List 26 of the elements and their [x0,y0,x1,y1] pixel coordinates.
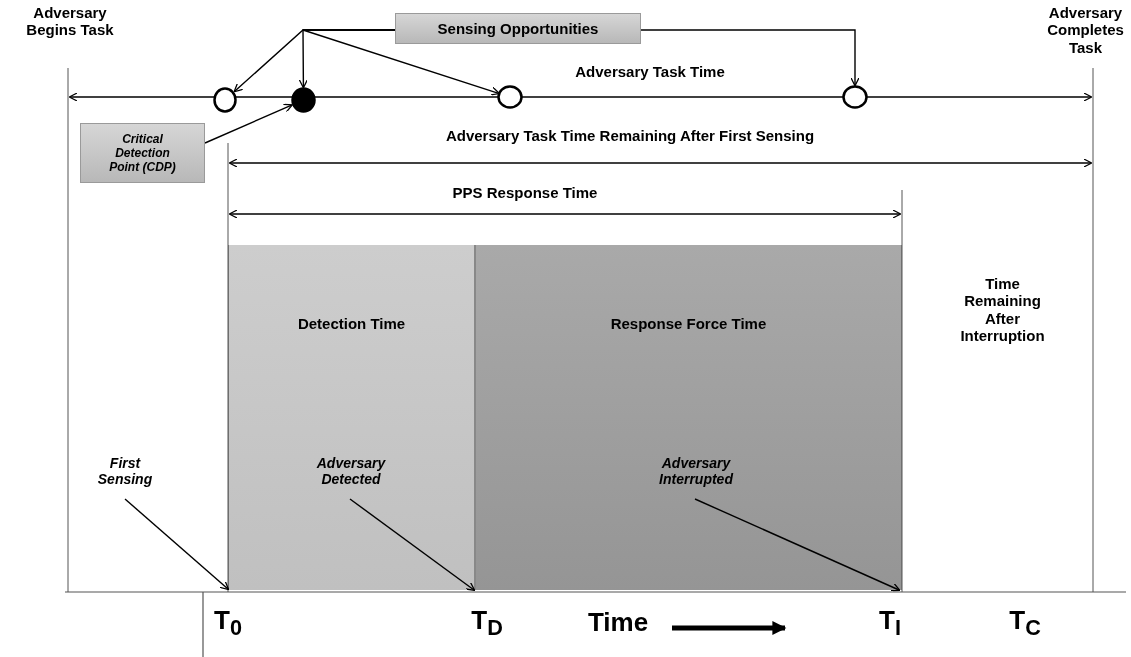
event-label: Adversary Begins Task [25,4,115,39]
time-marker-label: T$_{D}$ [470,606,504,642]
annotation-text: Adversary Interrupted [631,455,761,495]
time-marker-label: T$_{I}$ [878,606,902,642]
dimension-label: PPS Response Time [451,184,599,202]
annotation-text: Adversary Detected [291,455,411,495]
event-label: Adversary Completes Task [1046,4,1125,56]
time-band [475,245,902,590]
time-marker-label: T$_{0}$ [213,606,243,642]
arrow [302,29,500,96]
axis-title: Time [586,608,650,638]
callout-box: Critical Detection Point (CDP) [80,123,205,183]
annotation-text: First Sensing [90,455,160,495]
arrow [204,103,293,144]
band-title: Response Force Time [609,315,768,333]
dimension-label: Adversary Task Time Remaining After First Sensing [444,127,816,145]
time-marker-label: T$_{C}$ [1008,606,1042,642]
arrow [124,498,230,591]
leader-line [694,498,901,592]
dimension-label: Adversary Task Time [574,63,726,81]
time-band [228,245,475,590]
band-title: Detection Time [296,315,407,333]
arrow [640,29,860,87]
leader-line [349,498,476,592]
callout-box: Sensing Opportunities [395,13,641,44]
annotation-text: Time Remaining After Interruption [959,275,1046,344]
